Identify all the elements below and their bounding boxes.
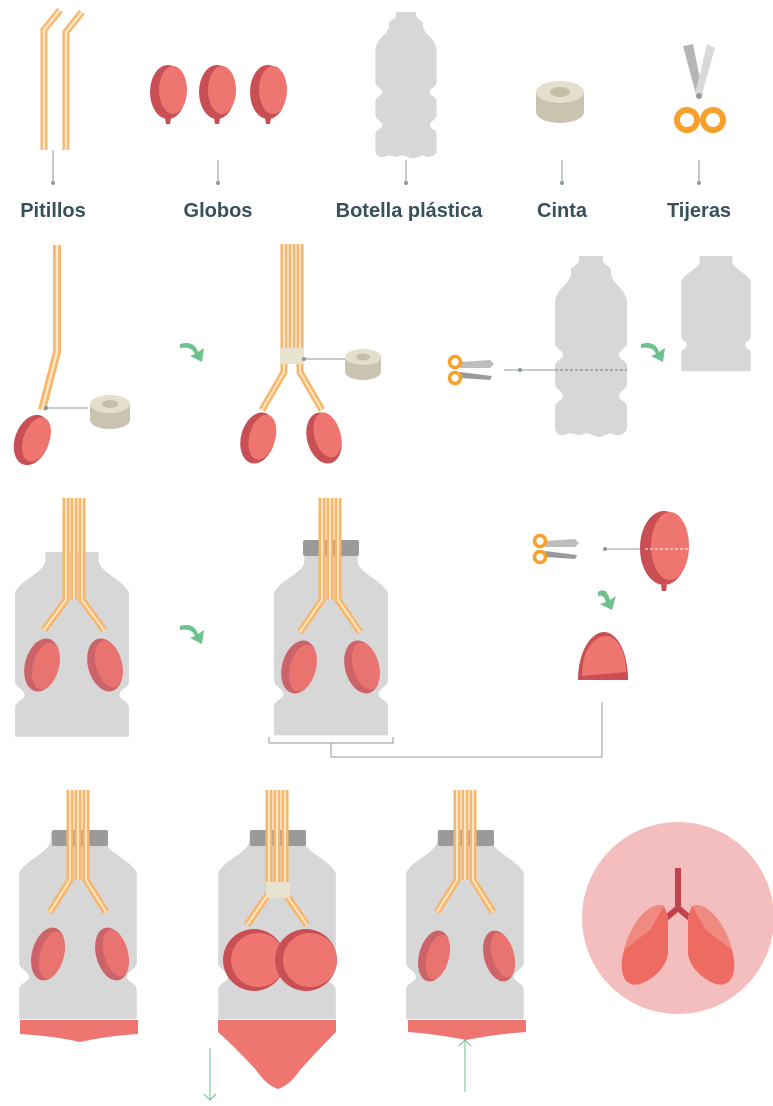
step-cut-bottle xyxy=(450,256,751,437)
label-cinta: Cinta xyxy=(522,197,602,225)
model-exhale xyxy=(406,790,526,1092)
straws-icon xyxy=(44,10,82,150)
step-cut-balloon xyxy=(535,511,691,680)
label-tijeras: Tijeras xyxy=(654,197,744,225)
label-globos: Globos xyxy=(168,197,268,225)
step-y-connector xyxy=(235,244,381,468)
step-tape-straw-balloon xyxy=(7,245,130,470)
arrow-icon xyxy=(180,625,204,644)
tape-roll-icon xyxy=(536,81,584,123)
material-connectors xyxy=(52,150,701,185)
label-pitillos: Pitillos xyxy=(13,197,93,225)
model-rest xyxy=(19,790,138,1042)
step-insert-lungs xyxy=(15,498,129,737)
plastic-bottle-icon xyxy=(375,12,436,158)
scissors-icon xyxy=(677,44,723,130)
balloons-icon xyxy=(150,65,287,124)
lungs-icon xyxy=(582,822,773,1014)
step-cap-bottle xyxy=(269,498,602,757)
model-inhale xyxy=(204,790,337,1100)
label-botella-plastica: Botella plástica xyxy=(318,197,500,225)
arrow-icon xyxy=(180,343,204,362)
